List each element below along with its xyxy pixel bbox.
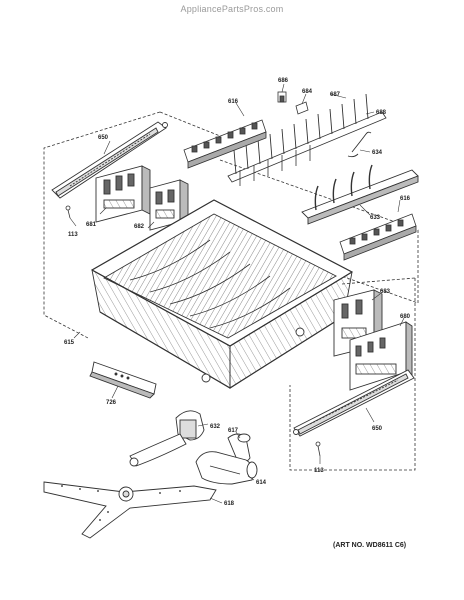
callout-684: 684 [302, 89, 313, 95]
callout-labels: 686 684 687 616 688 650 634 633 616 113 … [64, 78, 411, 507]
callout-688: 688 [376, 110, 387, 116]
clip-strip-616-top [183, 119, 267, 169]
leader-lines [69, 83, 405, 504]
tine-row-688 [227, 93, 387, 186]
right-slide-rail [293, 369, 415, 437]
part-684 [295, 101, 309, 115]
callout-616: 616 [228, 99, 239, 105]
callout-687: 687 [330, 92, 341, 98]
callout-726: 726 [106, 400, 117, 406]
callout-682: 682 [134, 224, 145, 230]
site-watermark: AppliancePartsPros.com [180, 4, 284, 14]
callout-686: 686 [278, 78, 289, 84]
left-slide-rail [51, 121, 168, 199]
manifold-632 [129, 410, 205, 467]
callout-615: 615 [64, 340, 75, 346]
callout-683: 683 [380, 289, 391, 295]
callout-113-right: 113 [314, 468, 324, 474]
callout-632: 632 [210, 424, 221, 430]
tine-bar-633 [301, 164, 419, 225]
art-number: (ART NO. WD8611 C6) [333, 542, 407, 549]
callout-650: 650 [98, 135, 109, 141]
callout-618: 618 [224, 501, 235, 507]
callout-681: 681 [86, 222, 97, 228]
callout-633: 633 [370, 215, 381, 221]
left-bracket-681 [95, 165, 151, 223]
upper-rack-basket [91, 199, 353, 389]
dashed-group-right [219, 159, 419, 471]
callout-650-right: 650 [372, 426, 383, 432]
rack-handle-726 [89, 361, 157, 399]
clip-strip-616-right [339, 213, 417, 261]
conduit-614 [195, 451, 258, 485]
screw-113-left [65, 205, 71, 219]
callout-617: 617 [228, 428, 239, 434]
screw-113-right [315, 441, 321, 457]
callout-634: 634 [372, 150, 383, 156]
callout-113: 113 [68, 232, 78, 238]
spray-arm-618 [43, 481, 217, 539]
callout-680: 680 [400, 314, 411, 320]
dashed-group-left [43, 111, 231, 339]
callout-614: 614 [256, 480, 267, 486]
callout-616-right: 616 [400, 196, 411, 202]
part-686 [277, 91, 287, 103]
part-634 [347, 131, 372, 158]
